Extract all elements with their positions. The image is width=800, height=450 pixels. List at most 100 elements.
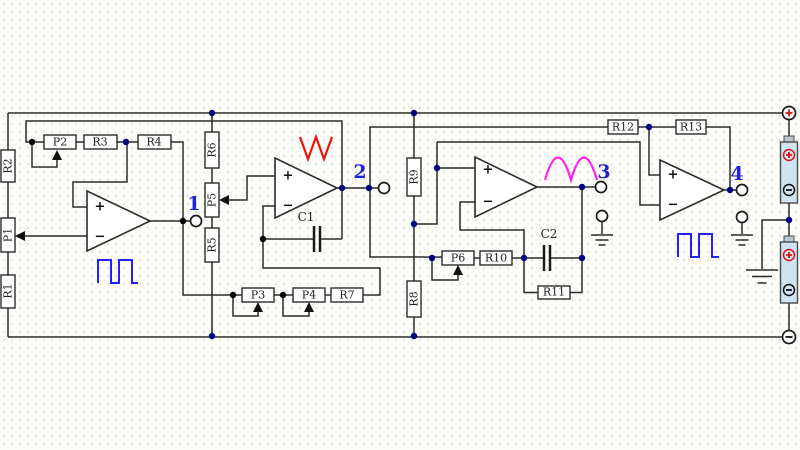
resistor-body[interactable]: [406, 157, 422, 197]
opamp-triangle[interactable]: [86, 189, 152, 253]
ground-terminal[interactable]: [735, 210, 749, 224]
noninverting-input-label: +: [668, 168, 679, 183]
output-terminal-3[interactable]: [594, 180, 608, 194]
node-label-2: 2: [353, 161, 366, 183]
plus-icon: [785, 109, 793, 117]
ground-terminal[interactable]: [595, 209, 609, 223]
battery-upper[interactable]: [779, 135, 799, 204]
potentiometer-P4[interactable]: P4: [292, 287, 326, 312]
resistor-label: R1: [2, 283, 15, 298]
supply-negative-terminal[interactable]: [781, 329, 797, 345]
opamp-1[interactable]: + −: [86, 189, 152, 253]
resistor-label: R10: [485, 252, 507, 265]
resistor-R7[interactable]: R7: [330, 287, 364, 303]
battery-body[interactable]: [779, 241, 799, 304]
battery-cap: [783, 235, 795, 243]
resistor-body[interactable]: [137, 134, 172, 150]
capacitor-C1[interactable]: C1: [298, 210, 322, 252]
pot-label: P1: [2, 228, 15, 242]
pot-label: P3: [251, 289, 265, 302]
inverting-input-label: −: [668, 198, 679, 213]
capacitor-plates[interactable]: [542, 245, 552, 271]
resistor-R12[interactable]: R12: [607, 119, 639, 135]
node-label-4: 4: [730, 163, 743, 185]
ground-jack-3[interactable]: [591, 209, 613, 246]
resistor-label: R12: [612, 121, 634, 134]
resistor-label: R2: [2, 158, 15, 173]
capacitor-C2[interactable]: C2: [541, 227, 558, 271]
resistor-body[interactable]: [607, 119, 639, 135]
resistor-body[interactable]: [675, 119, 707, 135]
resistor-R10[interactable]: R10: [479, 250, 513, 266]
plus-icon: [786, 252, 792, 258]
resistor-R3[interactable]: R3: [83, 134, 118, 150]
wiper-arrow-icon: [219, 195, 229, 205]
resistor-body[interactable]: [83, 134, 118, 150]
resistor-R2[interactable]: R2: [0, 149, 16, 183]
ground-icon: [731, 234, 753, 246]
resistor-R11[interactable]: R11: [537, 285, 571, 300]
resistor-label: R7: [339, 289, 354, 302]
resistor-body[interactable]: [406, 280, 422, 318]
battery-cap: [783, 135, 795, 143]
opamp-4[interactable]: + −: [659, 158, 726, 222]
wires: [7, 112, 790, 338]
battery-plus-icon: [782, 148, 796, 162]
battery-body[interactable]: [779, 141, 799, 204]
inverting-input-label: −: [483, 195, 494, 210]
capacitor-plates[interactable]: [312, 226, 322, 252]
wiper-arrow-icon: [253, 302, 263, 312]
opamp-3[interactable]: + −: [474, 155, 539, 219]
opamp-triangle[interactable]: [274, 156, 339, 220]
resistor-body[interactable]: [537, 285, 571, 300]
opamp-2[interactable]: + −: [274, 156, 339, 220]
resistor-label: R3: [92, 136, 107, 149]
opamp-triangle[interactable]: [474, 155, 539, 219]
resistor-R1[interactable]: R1: [0, 274, 16, 309]
pot-label: P6: [451, 252, 465, 265]
resistor-label: R9: [408, 169, 421, 184]
battery-lower[interactable]: [779, 235, 799, 304]
plus-icon: [786, 152, 792, 158]
battery-minus-icon: [782, 183, 796, 197]
resistor-body[interactable]: [204, 227, 220, 263]
capacitor-label: C2: [541, 227, 558, 241]
resistor-body[interactable]: [479, 250, 513, 266]
wiper-arrow-icon: [52, 150, 62, 160]
square-wave-icon: [677, 233, 719, 258]
resistor-label: R5: [206, 237, 219, 252]
ground-jack-4[interactable]: [731, 210, 753, 246]
resistor-label: R6: [206, 142, 219, 157]
noninverting-input-label: +: [483, 163, 494, 178]
resistor-body[interactable]: [0, 149, 16, 183]
resistor-R6[interactable]: R6: [204, 131, 220, 169]
output-terminal-1[interactable]: [189, 214, 203, 228]
resistor-body[interactable]: [330, 287, 364, 303]
wiper-arrow-icon: [304, 302, 314, 312]
resistor-body[interactable]: [0, 274, 16, 309]
supply-positive-terminal[interactable]: [781, 105, 797, 121]
junction-dots: [28, 109, 793, 340]
potentiometer-P1[interactable]: P1: [0, 217, 25, 253]
potentiometer-P2[interactable]: P2: [43, 134, 77, 160]
opamp-triangle[interactable]: [659, 158, 726, 222]
resistor-R8[interactable]: R8: [406, 280, 422, 318]
resistor-R5[interactable]: R5: [204, 227, 220, 263]
resistor-R9[interactable]: R9: [406, 157, 422, 197]
resistor-R4[interactable]: R4: [137, 134, 172, 150]
resistor-label: R4: [146, 136, 161, 149]
inverting-input-label: −: [95, 230, 106, 245]
potentiometer-P6[interactable]: P6: [441, 250, 475, 275]
wiper-arrow-icon: [453, 265, 463, 275]
pot-body[interactable]: [0, 217, 16, 253]
resistor-body[interactable]: [204, 131, 220, 169]
pot-body[interactable]: [43, 134, 77, 150]
potentiometer-P5[interactable]: P5: [204, 182, 229, 218]
potentiometer-P3[interactable]: P3: [241, 287, 275, 312]
output-terminal-2[interactable]: [377, 181, 391, 195]
resistor-label: R11: [543, 286, 565, 299]
output-terminal-4[interactable]: [735, 183, 749, 197]
resistor-R13[interactable]: R13: [675, 119, 707, 135]
noninverting-input-label: +: [95, 200, 106, 215]
